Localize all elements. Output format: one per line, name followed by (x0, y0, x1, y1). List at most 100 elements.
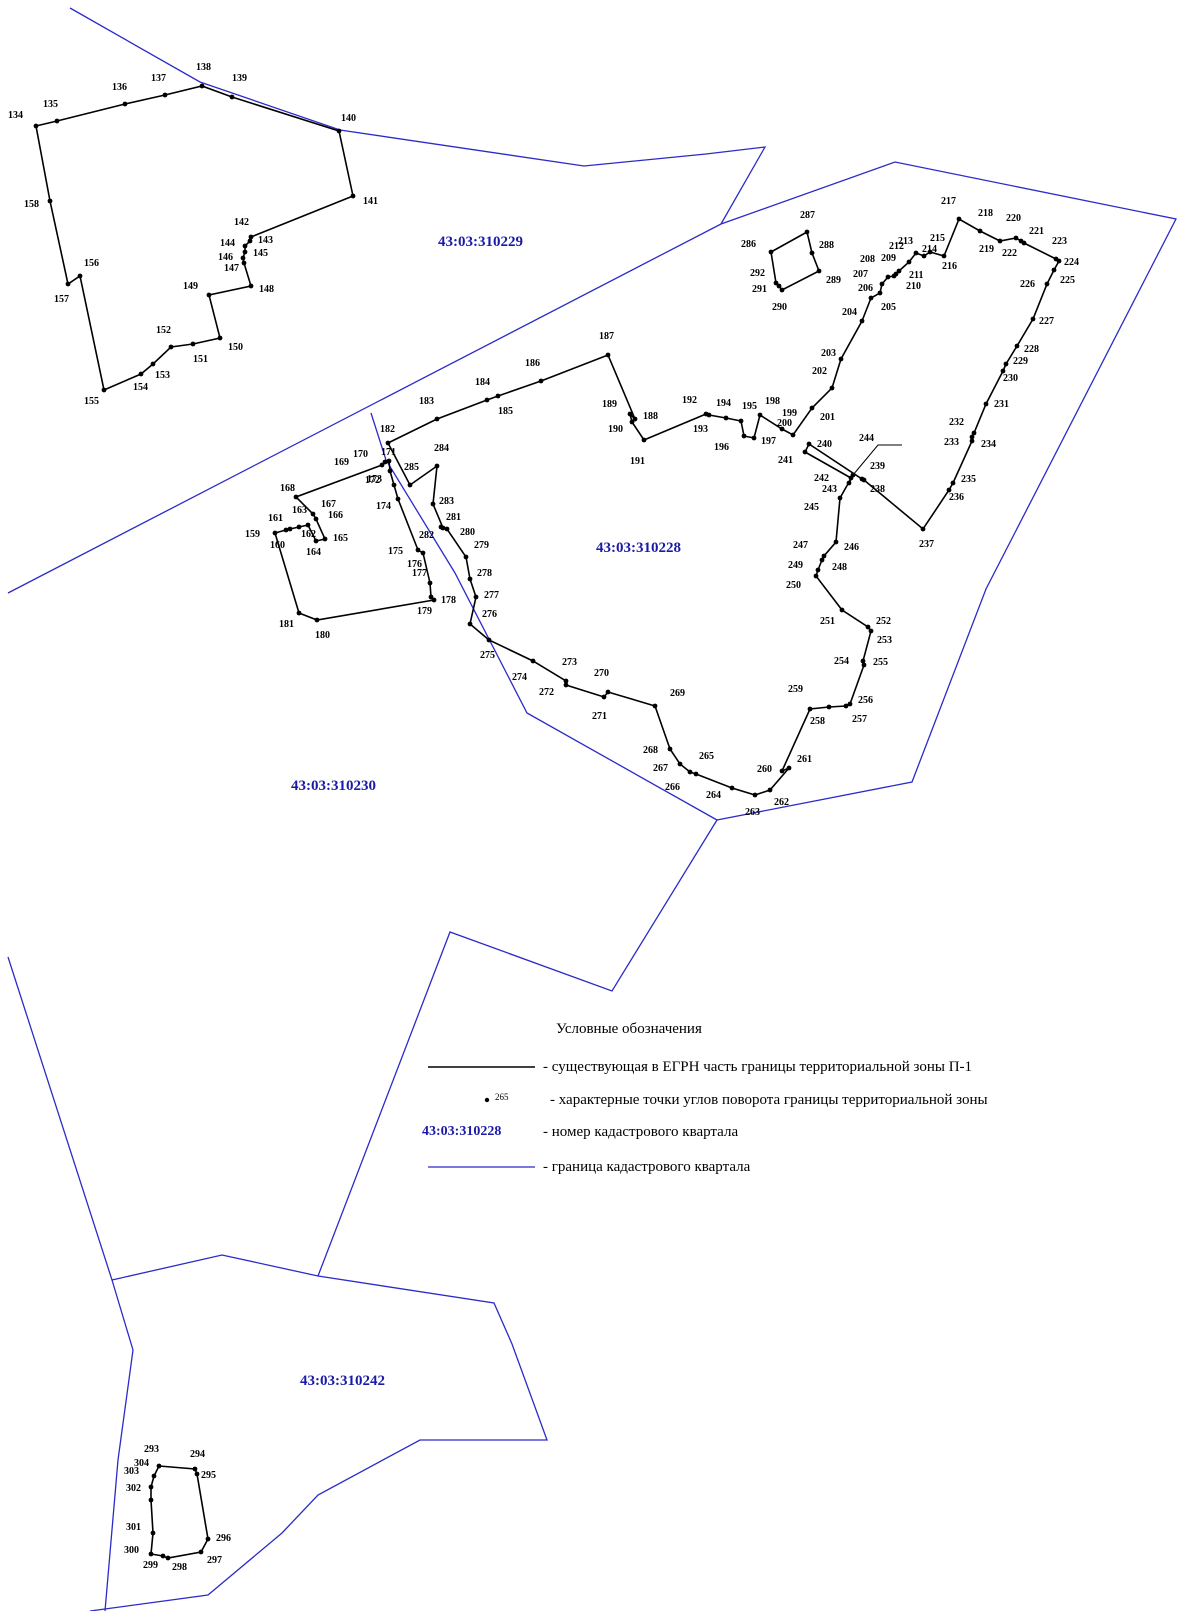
zone-point-288 (809, 250, 815, 256)
zone-point-302 (148, 1497, 154, 1503)
zone-point-label-139: 139 (232, 73, 247, 84)
zone-point-label-255: 255 (873, 657, 888, 668)
zone-point-256 (847, 701, 853, 707)
zone-point-label-271: 271 (592, 711, 607, 722)
zone-point-220 (1013, 235, 1019, 241)
zone-point-label-168: 168 (280, 483, 295, 494)
zone-point-label-273: 273 (562, 657, 577, 668)
zone-point-207 (879, 281, 885, 287)
zone-point-290 (779, 287, 785, 293)
zone-point-label-214: 214 (922, 244, 937, 255)
zone-point-label-258: 258 (810, 716, 825, 727)
zone-point-label-217: 217 (941, 196, 956, 207)
zone-point-176 (420, 550, 426, 556)
zone-point-label-269: 269 (670, 688, 685, 699)
zone-point-label-263: 263 (745, 807, 760, 818)
zone-point-label-185: 185 (498, 406, 513, 417)
zone-point-144 (242, 243, 248, 249)
zone-point-label-160: 160 (270, 540, 285, 551)
zone-point-label-231: 231 (994, 399, 1009, 410)
quarter-boundaries (7, 7, 1177, 1611)
zone-point-295 (194, 1471, 200, 1477)
zone-point-204 (859, 318, 865, 324)
zone-point-label-141: 141 (363, 196, 378, 207)
zone-point-label-148: 148 (259, 284, 274, 295)
zone-point-label-292: 292 (750, 268, 765, 279)
zone-point-292 (773, 280, 779, 286)
zone-point-label-176: 176 (407, 559, 422, 570)
zone-point-label-194: 194 (716, 398, 731, 409)
zone-point-233 (969, 434, 975, 440)
zone-point-label-200: 200 (777, 418, 792, 429)
zone-point-222 (1021, 240, 1027, 246)
zone-point-label-290: 290 (772, 302, 787, 313)
zone-point-171 (386, 458, 392, 464)
zone-point-label-134: 134 (8, 110, 23, 121)
zone-point-216 (941, 253, 947, 259)
zone-point-label-236: 236 (949, 492, 964, 503)
zone-point-188 (632, 416, 638, 422)
zone-point-label-275: 275 (480, 650, 495, 661)
zone-point-label-286: 286 (741, 239, 756, 250)
zone-point-label-239: 239 (870, 461, 885, 472)
zone-point-label-302: 302 (126, 1483, 141, 1494)
legend-point-sample-label: 265 (495, 1092, 509, 1102)
zone-point-label-167: 167 (321, 499, 336, 510)
zone-point-137 (162, 92, 168, 98)
zone-point-label-261: 261 (797, 754, 812, 765)
zone-point-178 (428, 594, 434, 600)
zone-point-210 (893, 271, 899, 277)
zone-point-label-201: 201 (820, 412, 835, 423)
zone-point-label-212: 212 (889, 241, 904, 252)
quarter-label-310228: 43:03:310228 (596, 540, 681, 556)
zone-point-251 (839, 607, 845, 613)
zone-point-298 (165, 1555, 171, 1561)
zone-point-142 (248, 234, 254, 240)
zone-point-136 (122, 101, 128, 107)
zone-point-label-143: 143 (258, 235, 273, 246)
zone-point-193 (706, 412, 712, 418)
zone-point-label-272: 272 (539, 687, 554, 698)
zone-point-label-223: 223 (1052, 236, 1067, 247)
legend-quarter-boundary-text: - граница кадастрового квартала (543, 1159, 751, 1175)
zone-point-label-278: 278 (477, 568, 492, 579)
zone-point-159 (272, 530, 278, 536)
zone-point-186 (538, 378, 544, 384)
zone-point-label-153: 153 (155, 370, 170, 381)
zone-point-label-252: 252 (876, 616, 891, 627)
zone-point-label-156: 156 (84, 258, 99, 269)
zone-point-label-183: 183 (419, 396, 434, 407)
zone-point-257 (843, 703, 849, 709)
zone-point-label-199: 199 (782, 408, 797, 419)
zone-point-label-234: 234 (981, 439, 996, 450)
zone-point-284 (434, 463, 440, 469)
zone-point-266 (687, 769, 693, 775)
zone-point-label-244: 244 (859, 433, 874, 444)
zone-point-157 (65, 281, 71, 287)
zone-point-289 (816, 268, 822, 274)
zone-point-164 (313, 538, 319, 544)
zone-point-161 (287, 526, 293, 532)
zone-point-270 (605, 689, 611, 695)
zone-point-label-210: 210 (906, 281, 921, 292)
zone-point-177 (427, 580, 433, 586)
zone-point-179 (431, 597, 437, 603)
zone-point-label-294: 294 (190, 1449, 205, 1460)
zone-point-246 (833, 539, 839, 545)
zone-point-label-163: 163 (292, 505, 307, 516)
zone-point-160 (283, 527, 289, 533)
zone-point-label-282: 282 (419, 530, 434, 541)
zone-point-196 (741, 433, 747, 439)
zone-point-label-189: 189 (602, 399, 617, 410)
zone-point-label-161: 161 (268, 513, 283, 524)
zone-point-label-232: 232 (949, 417, 964, 428)
zone-point-250 (813, 573, 819, 579)
zone-point-226 (1044, 281, 1050, 287)
zone-point-232 (971, 430, 977, 436)
zone-point-label-159: 159 (245, 529, 260, 540)
zone-point-181 (296, 610, 302, 616)
zone-point-label-224: 224 (1064, 257, 1079, 268)
quarter-boundary-line (7, 161, 1177, 821)
zone-point-label-166: 166 (328, 510, 343, 521)
